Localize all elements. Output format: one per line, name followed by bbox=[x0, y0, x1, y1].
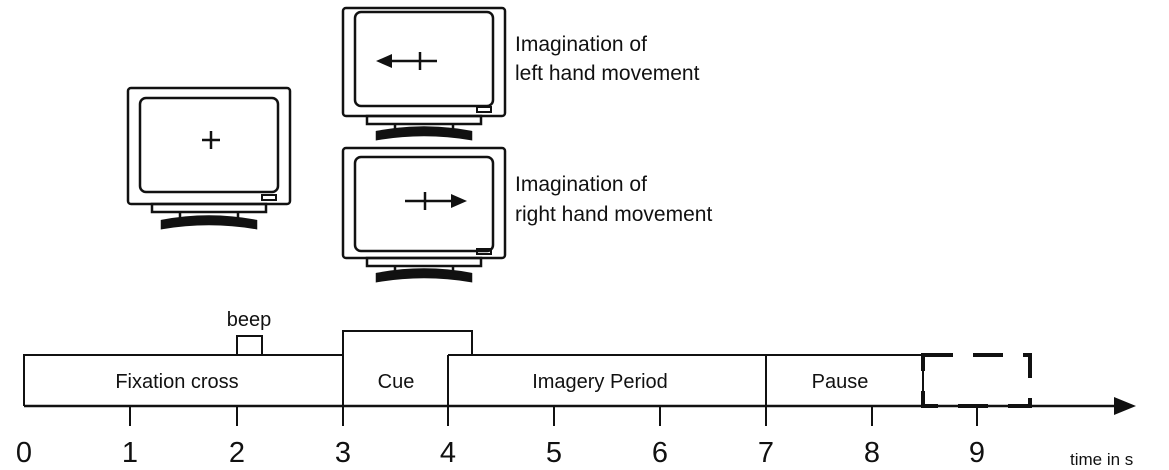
left-label-line2: left hand movement bbox=[515, 62, 700, 85]
beep-pulse bbox=[236, 335, 263, 355]
fixation-label: Fixation cross bbox=[115, 371, 238, 393]
imagery-label: Imagery Period bbox=[532, 371, 668, 393]
time-axis-arrowhead bbox=[1114, 397, 1136, 415]
axis-unit-label: time in s bbox=[1070, 450, 1133, 469]
right-label-line1: Imagination of bbox=[515, 173, 647, 196]
pause-label: Pause bbox=[812, 371, 869, 393]
tick-label: 7 bbox=[758, 437, 774, 469]
tick-label: 3 bbox=[335, 437, 351, 469]
beep-label: beep bbox=[227, 309, 272, 331]
tick-label: 4 bbox=[440, 437, 456, 469]
right-arrow-icon bbox=[405, 192, 467, 210]
cue-segment bbox=[342, 330, 473, 406]
tick-label: 2 bbox=[229, 437, 245, 469]
left-label-line1: Imagination of bbox=[515, 33, 647, 56]
tick-label: 6 bbox=[652, 437, 668, 469]
tick-label: 9 bbox=[969, 437, 985, 469]
tick-label: 5 bbox=[546, 437, 562, 469]
monitor-fixation bbox=[126, 86, 292, 230]
tick-label: 0 bbox=[16, 437, 32, 469]
dashed-trial-end bbox=[921, 353, 1032, 408]
cue-label: Cue bbox=[378, 371, 415, 393]
fixation-segment bbox=[23, 354, 343, 406]
timeline bbox=[23, 330, 1136, 426]
fixation-cross-icon bbox=[202, 131, 220, 149]
monitor-right bbox=[341, 146, 507, 283]
monitor-left bbox=[341, 6, 507, 141]
tick-label: 1 bbox=[122, 437, 138, 469]
right-label-line2: right hand movement bbox=[515, 203, 712, 226]
left-arrow-icon bbox=[376, 52, 437, 70]
tick-label: 8 bbox=[864, 437, 880, 469]
